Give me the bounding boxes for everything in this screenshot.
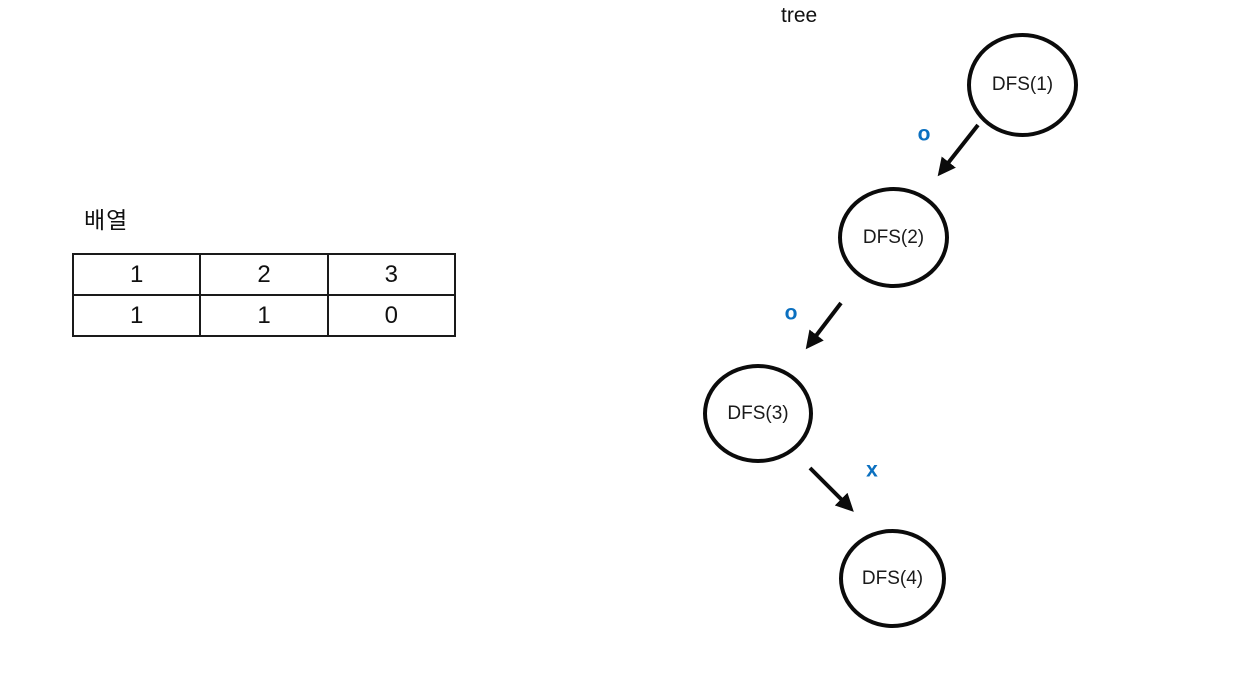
array-cell: 1 xyxy=(199,294,329,337)
tree-node-dfs2: DFS(2) xyxy=(838,187,949,288)
array-cell: 3 xyxy=(326,253,457,296)
edge-label-visited: o xyxy=(784,301,798,325)
edge-arrow-dfs3-dfs4 xyxy=(808,466,854,512)
tree-node-dfs4: DFS(4) xyxy=(839,529,946,628)
array-section-label: 배열 xyxy=(84,207,129,233)
tree-node-dfs3: DFS(3) xyxy=(703,364,813,463)
edge-label-visited: o xyxy=(917,122,931,146)
edge-label-not-visited: x xyxy=(866,458,878,482)
array-cell: 1 xyxy=(71,253,202,296)
tree-node-label: DFS(4) xyxy=(861,567,924,589)
array-cell: 0 xyxy=(326,294,457,337)
tree-node-label: DFS(1) xyxy=(991,74,1054,95)
tree-node-dfs1: DFS(1) xyxy=(967,33,1078,137)
array-cell: 1 xyxy=(71,294,202,337)
tree-node-label: DFS(3) xyxy=(727,402,789,424)
tree-section-label: tree xyxy=(781,4,818,27)
tree-node-label: DFS(2) xyxy=(862,226,925,248)
array-table-row: 1 2 3 xyxy=(71,253,457,296)
array-cell: 2 xyxy=(199,253,329,296)
edge-arrow-dfs2-dfs3 xyxy=(805,301,843,350)
edge-arrow-dfs1-dfs2 xyxy=(937,123,980,177)
array-table: 1 2 3 1 1 0 xyxy=(71,253,457,337)
array-table-row: 1 1 0 xyxy=(71,294,457,337)
